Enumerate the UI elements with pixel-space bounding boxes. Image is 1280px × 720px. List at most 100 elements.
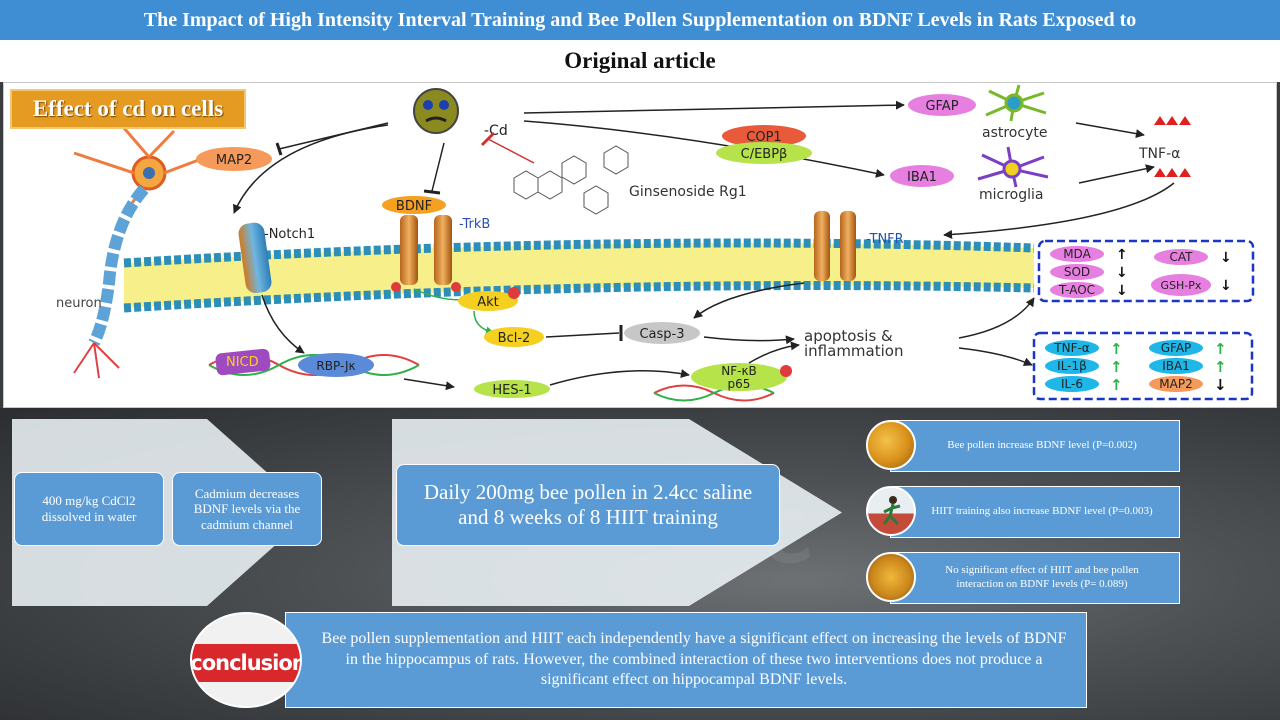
marker-mda: MDA [1063, 247, 1091, 261]
conclusion-text: Bee pollen supplementation and HIIT each… [321, 630, 1067, 689]
effect-of-cd-text: Effect of cd on cells [32, 96, 224, 121]
oxidative-markers: MDA ↑ CAT ↓ SOD ↓ GSH-Px ↓ T-AOC ↓ [1050, 246, 1232, 299]
marker-t-aoc-arrow: ↓ [1116, 283, 1128, 299]
casp3-label: Casp-3 [639, 327, 684, 342]
result-1-text: Bee pollen increase BDNF level (P=0.002) [947, 439, 1137, 452]
neuron-illustration: neuron [56, 127, 205, 379]
map2-ellipse [196, 147, 272, 171]
iba1-label: IBA1 [907, 170, 937, 185]
trkb-receptor [391, 215, 461, 292]
marker-il1b-arrow: ↑ [1110, 358, 1123, 376]
conclusion-badge: conclusion [190, 612, 302, 708]
marker-tnf-alpha: TNF-α [1053, 341, 1090, 355]
runner-figure-icon [882, 496, 901, 526]
notch1-label: -Notch1 [264, 227, 315, 242]
marker-gsh-px-arrow: ↓ [1220, 278, 1232, 294]
marker-il1b: IL-1β [1057, 359, 1087, 373]
flow-step-1-text: 400 mg/kg CdCl2 dissolved in water [41, 493, 137, 524]
ginsenoside-label: Ginsenoside Rg1 [629, 184, 747, 200]
flow-step-cadmium-effect: Cadmium decreases BDNF levels via the ca… [172, 472, 322, 546]
notch-to-nicd-arrow [261, 294, 305, 354]
gfap-ellipse [908, 94, 976, 116]
tnfr-label: -TNFR [866, 232, 904, 247]
result-bee-pollen: Bee pollen increase BDNF level (P=0.002) [890, 420, 1180, 472]
runner-icon [866, 486, 916, 536]
marker-sod: SOD [1064, 265, 1090, 279]
trkb-label: -TrkB [459, 217, 490, 232]
microglia-to-tnf-arrow [1078, 164, 1155, 184]
hes1-to-nfkb-arrow [549, 369, 690, 386]
flow-step-cadmium-dose: 400 mg/kg CdCl2 dissolved in water [14, 472, 164, 546]
conclusion-badge-band: conclusion [192, 644, 300, 682]
bcl2-inhibit-casp3 [545, 332, 620, 338]
map2-label: MAP2 [216, 153, 252, 168]
cd-to-iba1-arrow [523, 120, 885, 178]
cebp-label: C/EBPβ [741, 147, 788, 162]
article-type-text: Original article [564, 48, 716, 73]
marker-il6: IL-6 [1061, 377, 1083, 391]
result-3-text: No significant effect of HIIT and bee po… [945, 564, 1139, 590]
inflammatory-markers: TNF-α ↑ GFAP ↑ IL-1β ↑ IBA1 ↑ IL-6 ↑ MAP… [1045, 340, 1227, 394]
cd-label: -Cd [484, 123, 508, 139]
astrocyte-label: astrocyte [982, 125, 1047, 141]
apoptosis-to-inflammatory-arrow [958, 347, 1033, 366]
page-title-text: The Impact of High Intensity Interval Tr… [143, 8, 1137, 31]
marker-tnf-alpha-arrow: ↑ [1110, 340, 1123, 358]
oxidative-marker-box [1037, 239, 1255, 303]
result-2-text: HIIT training also increase BDNF level (… [931, 505, 1153, 518]
cd-to-bdnf-inhibit [431, 142, 445, 192]
mechanism-diagram: neuron MAP2 -Cd Ginsenoside Rg1 [3, 82, 1277, 408]
cebp-ellipse [716, 142, 812, 164]
bcl2-ellipse [484, 327, 544, 347]
rbp-to-hes1-arrow [403, 378, 455, 391]
article-type: Original article [0, 40, 1280, 82]
bdnf-label: BDNF [396, 199, 432, 214]
nicd-block [215, 348, 271, 376]
astrocyte-icon [985, 84, 1047, 122]
tnfr-to-casp3-arrow [693, 282, 805, 319]
rbpj-ellipse [298, 353, 374, 377]
hes1-label: HES-1 [492, 383, 531, 398]
bdnf-ellipse [382, 196, 446, 214]
inflammation-label: inflammation [804, 342, 903, 360]
marker-iba1: IBA1 [1162, 359, 1190, 373]
marker-map2: MAP2 [1159, 377, 1192, 391]
tnf-to-tnfr-arrow [943, 182, 1175, 239]
microglia-label: microglia [979, 187, 1043, 203]
akt-to-bcl2-arrow [473, 310, 495, 336]
bee-pollen-icon [866, 420, 916, 470]
nfkb-to-apoptosis-arrow [748, 341, 800, 364]
hes1-ellipse [474, 380, 550, 398]
result-hiit: HIIT training also increase BDNF level (… [890, 486, 1180, 538]
astrocyte-to-tnf-arrow [1075, 122, 1145, 139]
nfkb-ellipse [691, 363, 787, 391]
casp3-ellipse [624, 322, 700, 344]
mechanism-diagram-svg: neuron MAP2 -Cd Ginsenoside Rg1 [56, 84, 1255, 402]
marker-gfap: GFAP [1161, 341, 1192, 355]
marker-t-aoc: T-AOC [1058, 283, 1095, 297]
cd-to-gfap-arrow [523, 100, 905, 114]
notch1-receptor [238, 222, 272, 294]
cell-membrane [123, 238, 1035, 313]
marker-cat-arrow: ↓ [1220, 250, 1232, 266]
akt-label: Akt [477, 295, 499, 310]
apoptosis-label: apoptosis & [804, 327, 893, 345]
marker-map2-arrow: ↓ [1214, 376, 1227, 394]
ginsenoside-structure [513, 145, 629, 215]
casp3-to-apoptosis-arrow [703, 335, 795, 345]
effect-of-cd-heading: Effect of cd on cells [10, 89, 246, 129]
page-title: The Impact of High Intensity Interval Tr… [0, 0, 1280, 40]
nfkb-label: NF-κB [721, 364, 757, 378]
bee-pollen-granules-icon [866, 552, 916, 602]
marker-sod-arrow: ↓ [1116, 265, 1128, 281]
ginsenoside-inhibit [487, 138, 535, 164]
apoptosis-to-oxidative-arrow [958, 297, 1035, 339]
nicd-label: NICD [226, 355, 259, 370]
cd-to-notch-arrow [233, 124, 389, 214]
marker-iba1-arrow: ↑ [1214, 358, 1227, 376]
neuron-label: neuron [56, 296, 102, 311]
tnf-triangles-icon [1154, 116, 1191, 177]
flow-step-intervention: Daily 200mg bee pollen in 2.4cc saline a… [396, 464, 780, 546]
cop1-label: COP1 [746, 130, 781, 145]
conclusion-text-box: Bee pollen supplementation and HIIT each… [285, 612, 1087, 708]
